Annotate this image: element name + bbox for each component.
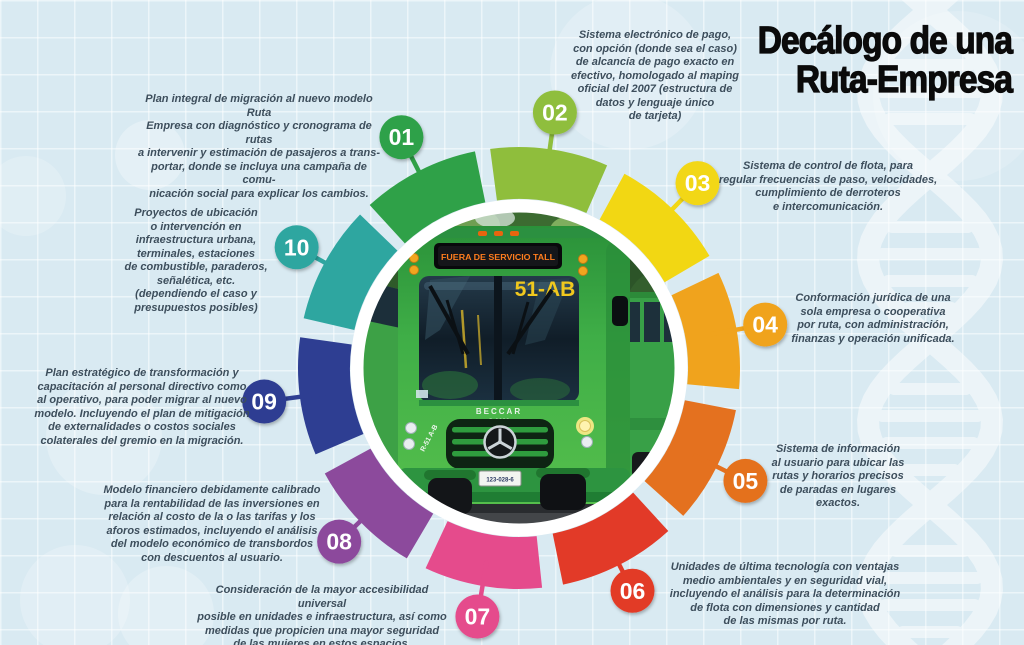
item-number-badge-01: 01 — [379, 115, 424, 160]
page-title-line2: Ruta-Empresa — [795, 59, 1013, 101]
ring-segment-10 — [303, 214, 398, 331]
item-number-badge-06: 06 — [610, 568, 655, 613]
item-number-badge-04: 04 — [743, 302, 788, 347]
dna-helix-graphic — [857, 0, 1003, 645]
ring-segment-06 — [552, 492, 669, 585]
main-bus: FUERA DE SERVICIO TALL 51 — [398, 226, 630, 514]
item-number-badge-08: 08 — [317, 519, 362, 564]
item-number-text-03: 03 — [685, 170, 711, 196]
item-number-badge-05: 05 — [723, 458, 768, 503]
destination-sign-text: FUERA DE SERVICIO TALL — [441, 253, 555, 262]
item-number-text-06: 06 — [620, 578, 646, 604]
bus-photo: FUERA DE SERVICIO TALL 51 — [350, 199, 688, 537]
license-plate — [478, 470, 522, 487]
ring-segment-02 — [490, 147, 608, 214]
item-number-text-10: 10 — [284, 234, 310, 260]
item-number-text-02: 02 — [542, 100, 568, 126]
photo-border-ring — [350, 199, 688, 537]
route-number-text: 51-AB — [515, 278, 576, 301]
ring-segment-07 — [425, 520, 543, 589]
ring-segment-05 — [644, 399, 736, 516]
item-number-text-08: 08 — [326, 529, 352, 555]
page-title: Decálogo de una Ruta-Empresa — [757, 20, 1013, 101]
item-number-text-04: 04 — [752, 312, 778, 338]
item-number-text-01: 01 — [389, 124, 415, 150]
ring-segment-04 — [671, 272, 740, 390]
page-title-line1: Decálogo de una — [757, 20, 1013, 62]
item-number-badge-03: 03 — [675, 161, 720, 206]
license-plate-text: 123-028-6 — [486, 478, 514, 484]
ring-segment-08 — [324, 448, 434, 559]
mercedes-star-icon — [483, 425, 517, 459]
ring-segment-09 — [298, 337, 364, 455]
item-number-text-07: 07 — [465, 604, 491, 630]
item-number-text-05: 05 — [733, 468, 759, 494]
item-number-badge-10: 10 — [274, 225, 319, 270]
item-number-badge-07: 07 — [455, 594, 500, 639]
item-number-badge-09: 09 — [242, 379, 287, 424]
bus-brand-text: BECCAR — [476, 407, 522, 416]
item-number-text-09: 09 — [251, 389, 277, 415]
ring-segment-01 — [369, 151, 486, 244]
item-number-badge-02: 02 — [532, 90, 577, 135]
